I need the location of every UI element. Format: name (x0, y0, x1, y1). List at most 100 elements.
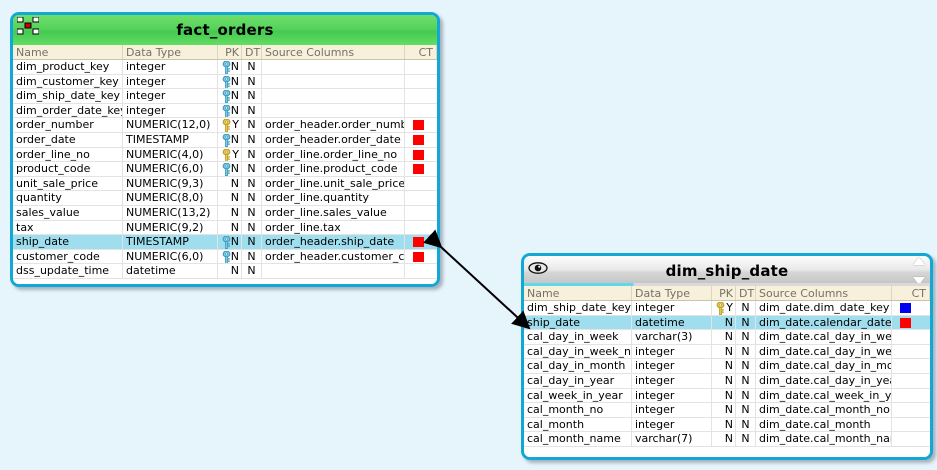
cell-column-name: cal_day_in_month (524, 359, 632, 373)
col-header-ct: CT (405, 45, 437, 59)
key-icon-gold (222, 148, 231, 162)
cell-pk: N (218, 162, 242, 176)
cell-ct (892, 374, 930, 388)
cell-ct (892, 301, 930, 315)
key-icon-blue (222, 75, 231, 89)
cell-data-type: integer (632, 301, 712, 315)
cell-source-column: order_line.product_code (262, 162, 405, 176)
cell-column-name: ship_date (13, 235, 123, 249)
cell-column-name: dim_customer_key (13, 74, 123, 89)
cell-source-column (262, 60, 405, 74)
cell-dt: N (242, 235, 262, 249)
cell-ct (405, 191, 437, 205)
cell-source-column (262, 264, 405, 278)
cell-dt: N (736, 330, 756, 344)
cell-data-type: integer (632, 403, 712, 417)
cell-column-name: order_date (13, 132, 123, 147)
ct-swatch-red (413, 120, 424, 131)
cell-pk: N (218, 60, 242, 74)
cell-dt: N (736, 344, 756, 359)
key-icon-blue (222, 104, 231, 118)
cell-ct (892, 345, 930, 359)
cell-data-type: integer (632, 417, 712, 432)
cell-ct (892, 418, 930, 432)
scroll-arrows[interactable] (913, 257, 927, 285)
col-header-data-type: Data Type (632, 286, 712, 300)
cell-source-column: order_header.customer_code (262, 249, 405, 264)
cell-dt: N (242, 132, 262, 147)
title-strip (524, 283, 930, 286)
scroll-up-icon[interactable] (913, 257, 925, 265)
cell-source-column: dim_date.cal_day_in_week_no (756, 344, 892, 359)
col-header-name: Name (524, 286, 632, 300)
col-header-pk: PK (218, 45, 242, 59)
cell-pk: N (218, 220, 242, 235)
cell-ct (405, 235, 437, 249)
cell-pk: N (218, 249, 242, 264)
cell-ct (405, 60, 437, 74)
cell-column-name: dim_ship_date_key (13, 89, 123, 103)
node-titlebar[interactable]: dim_ship_date (524, 256, 930, 286)
cell-source-column: order_line.order_line_no (262, 147, 405, 162)
cell-dt: N (242, 74, 262, 89)
col-header-source-columns: Source Columns (262, 45, 405, 59)
cell-pk: N (712, 373, 736, 388)
cell-ct (405, 162, 437, 176)
cell-source-column: dim_date.cal_day_in_month (756, 359, 892, 373)
cell-source-column: order_header.order_number (262, 118, 405, 132)
cell-data-type: integer (123, 103, 218, 118)
cell-source-column: dim_date.calendar_date (756, 315, 892, 330)
cell-ct (405, 104, 437, 118)
cell-ct (405, 133, 437, 147)
cell-data-type: NUMERIC(6,0) (123, 162, 218, 176)
col-header-name: Name (13, 45, 123, 59)
cell-source-column (262, 89, 405, 103)
eye-icon[interactable] (528, 260, 548, 274)
cell-ct (892, 330, 930, 344)
grid-icon (16, 16, 40, 35)
cell-column-name: cal_month_name (524, 432, 632, 446)
cell-ct (405, 75, 437, 89)
cell-data-type: TIMESTAMP (123, 132, 218, 147)
scroll-down-icon[interactable] (913, 277, 925, 285)
cell-data-type: integer (632, 344, 712, 359)
cell-pk: Y (218, 118, 242, 132)
ct-swatch-red (900, 317, 911, 328)
cell-ct (892, 403, 930, 417)
cell-source-column: dim_date.cal_month (756, 417, 892, 432)
cell-dt: N (736, 432, 756, 446)
cell-ct (405, 221, 437, 235)
cell-source-column: order_line.sales_value (262, 205, 405, 220)
cell-column-name: customer_code (13, 249, 123, 264)
node-titlebar[interactable]: fact_orders (13, 15, 437, 45)
